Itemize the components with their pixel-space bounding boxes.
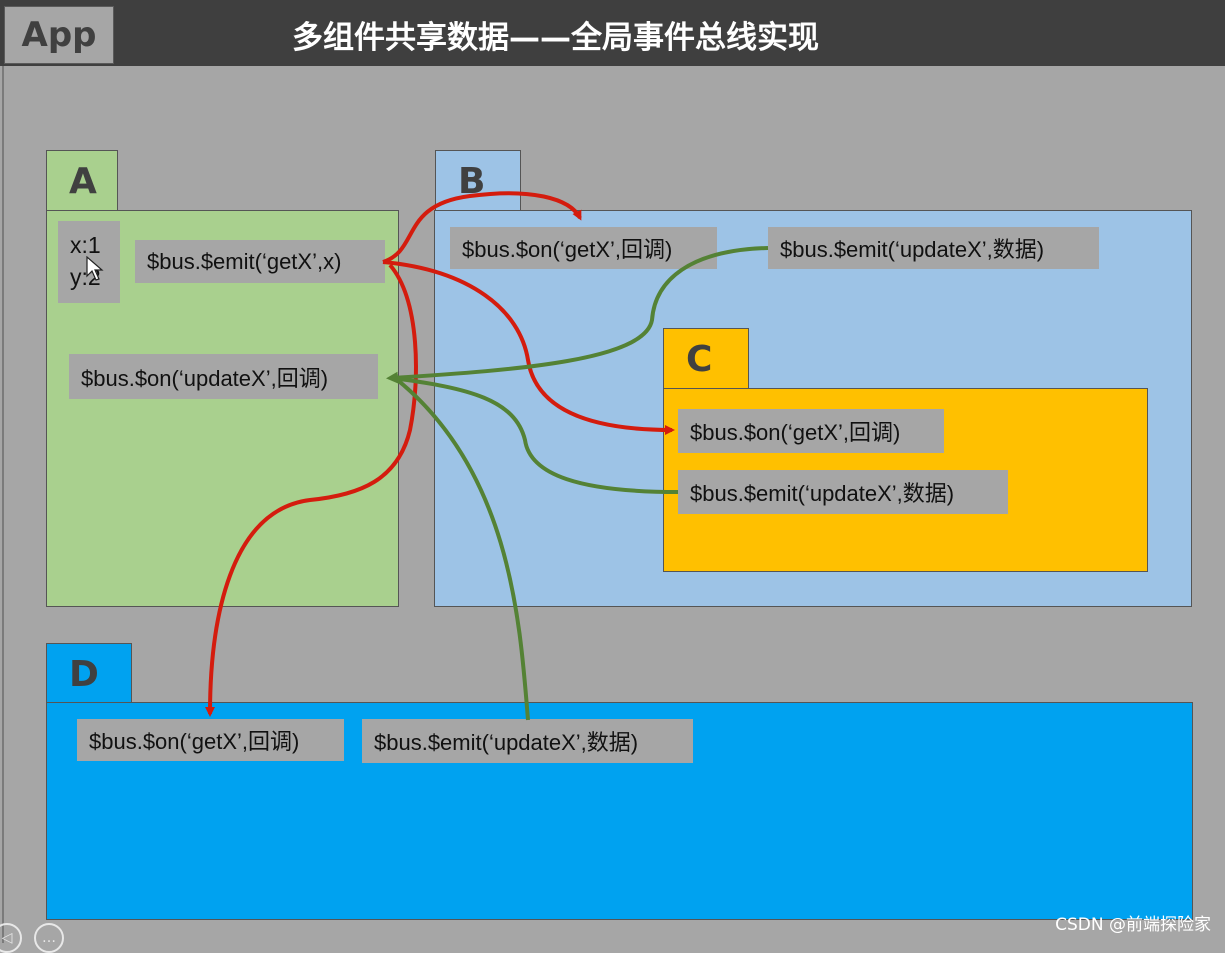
app-tab: App xyxy=(4,6,114,64)
prev-slide-button[interactable]: ◁ xyxy=(0,923,22,953)
a-emit-getx: $bus.$emit(‘getX’,x) xyxy=(135,240,385,283)
watermark: CSDN @前端探险家 xyxy=(1055,915,1211,935)
more-options-button[interactable]: … xyxy=(34,923,64,953)
component-a-tab: A xyxy=(46,150,118,212)
b-on-getx: $bus.$on(‘getX’,回调) xyxy=(450,227,717,269)
d-on-getx: $bus.$on(‘getX’,回调) xyxy=(77,719,344,761)
mouse-cursor-icon xyxy=(86,256,104,281)
component-c-tab: C xyxy=(663,328,749,390)
divider xyxy=(2,66,4,943)
c-emit-updatex: $bus.$emit(‘updateX’,数据) xyxy=(678,470,1008,514)
component-d-tab: D xyxy=(46,643,132,705)
b-emit-updatex: $bus.$emit(‘updateX’,数据) xyxy=(768,227,1099,269)
c-on-getx: $bus.$on(‘getX’,回调) xyxy=(678,409,944,453)
slide-title: 多组件共享数据——全局事件总线实现 xyxy=(292,20,819,56)
d-emit-updatex: $bus.$emit(‘updateX’,数据) xyxy=(362,719,693,763)
title-bar: App 多组件共享数据——全局事件总线实现 xyxy=(0,0,1225,66)
a-on-updatex: $bus.$on(‘updateX’,回调) xyxy=(69,354,378,399)
component-b-tab: B xyxy=(435,150,521,212)
state-x: x:1 xyxy=(70,232,101,258)
